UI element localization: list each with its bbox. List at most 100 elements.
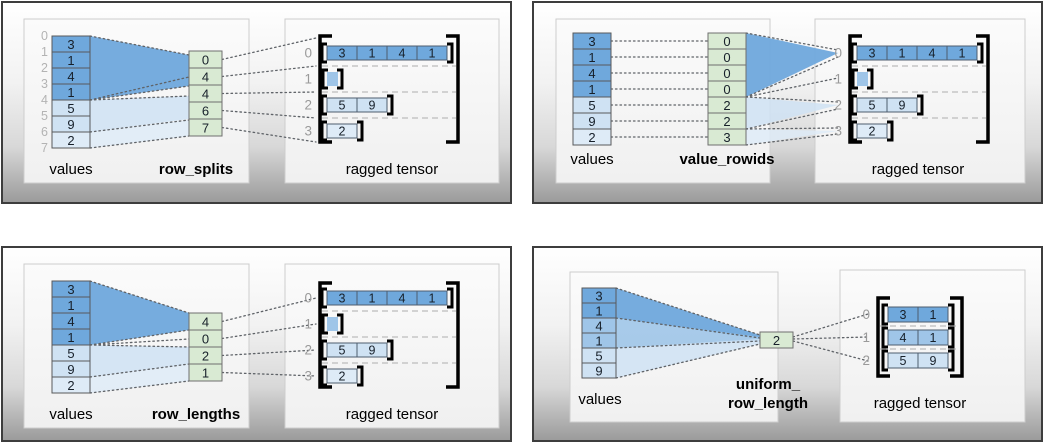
row-open-bracket: [320, 94, 327, 116]
tensor-row-index: 0: [862, 307, 870, 322]
row-partition-cell: [188, 363, 223, 382]
tensor-close-bracket: [950, 296, 964, 378]
values-cell-value: 1: [67, 298, 74, 313]
row-close-bracket: [337, 313, 344, 335]
tensor-cell: [886, 97, 918, 113]
tensor-cell: [917, 329, 949, 346]
values-cell-value: 3: [588, 34, 595, 49]
values-boundary-index: 0: [41, 29, 48, 43]
row-open-bracket: [320, 42, 327, 64]
tensor-row-index: 3: [304, 124, 312, 139]
tensor-cell-value: 2: [339, 370, 346, 384]
connector-dotted-line: [221, 371, 317, 377]
connector-dotted-line: [792, 340, 869, 362]
tensor-cell: [326, 123, 358, 139]
row-partition-cell-value: 6: [202, 104, 209, 119]
values-cell: [51, 376, 91, 394]
ragged-tensor-label: ragged tensor: [874, 395, 967, 412]
tensor-cell-value: 1: [930, 308, 937, 322]
values-label: values: [49, 406, 92, 423]
tensor-row-index: 1: [834, 72, 842, 87]
values-cell-value: 9: [67, 117, 74, 132]
values-cell-value: 1: [588, 50, 595, 65]
connector-dotted-line: [89, 76, 190, 101]
row-partition-cell-value: 2: [202, 349, 209, 364]
tensor-cell-value: 1: [899, 47, 906, 61]
tensor-close-bracket: [446, 34, 460, 144]
row-close-bracket: [387, 339, 394, 361]
tensor-open-bracket: [848, 34, 862, 144]
tensor-cell-value: 5: [869, 99, 876, 113]
row-close-bracket: [867, 68, 874, 90]
tensor-cell-value: 9: [369, 99, 376, 113]
connector-dotted-line: [221, 297, 317, 323]
row-partition-cell-value: 4: [202, 70, 209, 85]
row-close-bracket: [337, 68, 344, 90]
tensor-empty-row-cell: [857, 72, 868, 86]
tensor-cell-value: 2: [339, 125, 346, 139]
tensor-open-bracket: [318, 281, 332, 389]
row-close-bracket: [977, 42, 984, 64]
connector-dotted-line: [745, 32, 839, 51]
row-partition-label: uniform_: [736, 376, 801, 393]
connector-dotted-line: [89, 380, 190, 394]
fan-shape: [746, 33, 838, 97]
tensor-cell-value: 1: [930, 331, 937, 345]
connector-dotted-line: [89, 338, 190, 346]
row-partition-cell-value: 4: [202, 315, 209, 330]
row-close-bracket: [357, 365, 364, 387]
row-close-bracket: [948, 326, 955, 349]
row-partition-cell-value: 4: [202, 87, 209, 102]
tensor-row-index: 0: [304, 291, 312, 306]
connector-dotted-line: [89, 85, 190, 101]
tensor-empty-row-cell: [327, 72, 338, 86]
tensor-row-index: 1: [304, 317, 312, 332]
connector-dotted-line: [89, 35, 190, 56]
row-open-bracket: [881, 326, 888, 349]
values-boundary-index: 2: [41, 61, 48, 75]
tensor-open-bracket: [318, 34, 332, 144]
row-close-bracket: [447, 287, 454, 309]
row-close-bracket: [917, 94, 924, 116]
row-partition-cell-value: 0: [723, 34, 730, 49]
tensor-row-index: 2: [862, 353, 870, 368]
tensor-cell-value: 4: [399, 292, 406, 306]
values-cell: [51, 131, 91, 149]
fan-shape: [90, 364, 189, 393]
row-partition-cell: [759, 331, 794, 349]
tensor-row-index: 3: [834, 124, 842, 139]
values-boundary-index: 7: [41, 141, 48, 155]
tensor-cell-value: 2: [869, 125, 876, 139]
row-partition-label: row_lengths: [152, 406, 240, 423]
connector-dotted-line: [745, 96, 839, 103]
row-open-bracket: [851, 68, 858, 90]
tensor-cell-value: 3: [339, 292, 346, 306]
tensor-cell: [917, 306, 949, 323]
tensor-row-index: 2: [304, 343, 312, 358]
tensor-cell-value: 4: [900, 331, 907, 345]
values-cell-value: 9: [588, 114, 595, 129]
tensor-cell: [416, 45, 448, 61]
row-open-bracket: [321, 68, 328, 90]
fan-shape: [90, 36, 189, 100]
row-partition-cell-value: 7: [202, 121, 209, 136]
ragged-tensor-box: [839, 269, 1026, 423]
connector-dotted-line: [89, 119, 190, 133]
tensor-cell-value: 4: [399, 47, 406, 61]
tensor-cell-value: 9: [899, 99, 906, 113]
values-cell-value: 9: [595, 364, 602, 379]
row-partition-cell-value: 0: [723, 50, 730, 65]
row-open-bracket: [850, 42, 857, 64]
row-open-bracket: [320, 120, 327, 142]
connector-dotted-line: [89, 329, 190, 346]
ragged-tensor-label: ragged tensor: [346, 406, 439, 423]
fan-shape: [746, 97, 838, 129]
tensor-cell-value: 9: [930, 354, 937, 368]
row-close-bracket: [447, 42, 454, 64]
connector-dotted-line: [89, 280, 190, 314]
fan-shape: [616, 339, 760, 378]
connector-dotted-line: [615, 343, 761, 379]
row-close-bracket: [387, 94, 394, 116]
